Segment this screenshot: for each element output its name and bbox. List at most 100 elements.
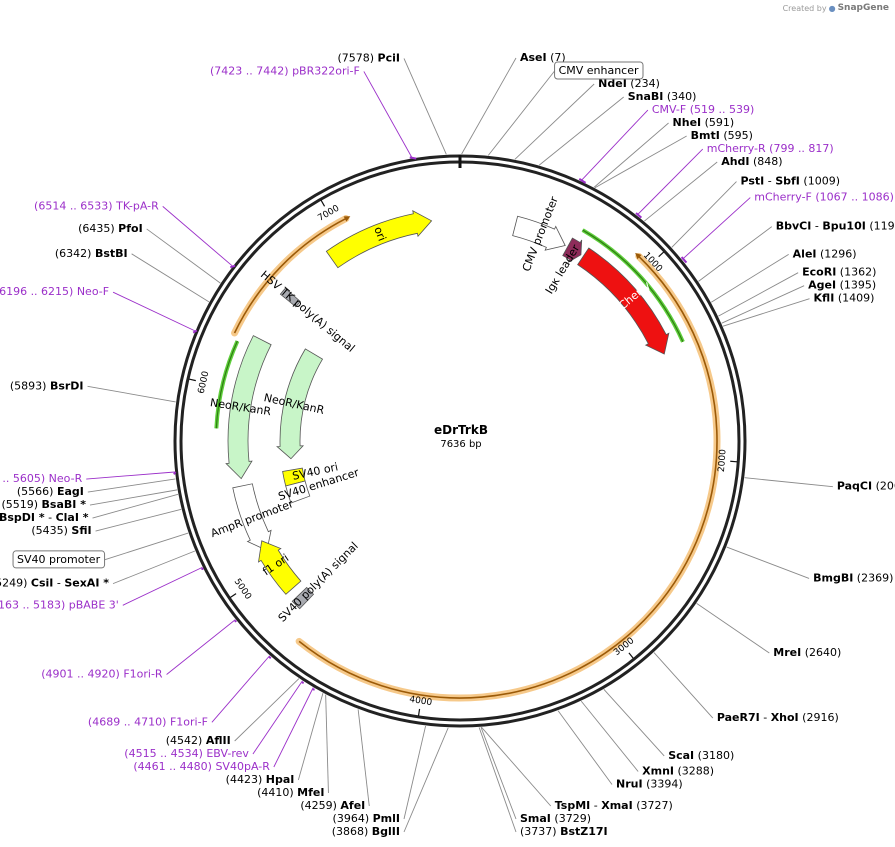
feature-ori bbox=[325, 210, 433, 269]
site-label-alei: AleI (1296) bbox=[793, 247, 857, 260]
site-name: SfiI bbox=[71, 524, 91, 537]
site-position: (4410) bbox=[257, 786, 294, 799]
site-leader-line bbox=[698, 226, 773, 282]
site-position: (3180) bbox=[698, 749, 735, 762]
site-name: PstI bbox=[740, 175, 764, 188]
primer-marker bbox=[578, 178, 587, 184]
primer-range: (5163 .. 5183) bbox=[0, 598, 65, 611]
site-name: MreI bbox=[773, 646, 801, 659]
site-label-kfli: KflI (1409) bbox=[814, 292, 875, 305]
site-label-csii: (5249) CsiI - SexAI * bbox=[0, 577, 109, 590]
feature-neor-kanr bbox=[276, 348, 324, 460]
site-position: (3868) bbox=[332, 825, 369, 838]
site-leader-line bbox=[721, 285, 805, 324]
primer-label-cmv-f: CMV-F (519 .. 539) bbox=[652, 103, 754, 116]
site-name: SexAI * bbox=[64, 577, 109, 590]
primer-range: (7423 .. 7442) bbox=[210, 64, 289, 77]
site-position: (7) bbox=[550, 51, 566, 64]
feature-label: Igκ leader bbox=[543, 242, 583, 296]
site-label-sfii: (5435) SfiI bbox=[31, 524, 91, 537]
primer-label-sv40pa-r: (4461 .. 4480) SV40pA-R bbox=[133, 760, 270, 773]
site-label-smai: SmaI (3729) bbox=[520, 812, 591, 825]
primer-leader-line bbox=[162, 206, 233, 267]
primer-marker bbox=[229, 264, 236, 269]
site-name: PaeR7I bbox=[717, 711, 760, 724]
site-label-psti: PstI - SbfI (1009) bbox=[740, 175, 840, 188]
site-leader-line bbox=[89, 489, 178, 506]
feature-neor-kanr bbox=[225, 335, 272, 480]
site-leader-line bbox=[644, 161, 718, 222]
orf-layer bbox=[214, 215, 721, 702]
primer-name: SV40pA-R bbox=[215, 760, 270, 773]
site-leader-line bbox=[403, 725, 427, 820]
primer-label-mcherry-r: mCherry-R (799 .. 817) bbox=[707, 142, 834, 155]
site-label-mfei: (4410) MfeI bbox=[257, 786, 324, 799]
primer-marker bbox=[409, 156, 417, 160]
created-by-label: Created by bbox=[782, 3, 827, 13]
primer-name: EBV-rev bbox=[206, 747, 249, 760]
primer-leader-line bbox=[681, 197, 751, 260]
site-name: NdeI bbox=[598, 77, 627, 90]
site-position: (595) bbox=[723, 129, 753, 142]
feature-sv40-poly-a-signal bbox=[291, 586, 315, 610]
site-position: (3394) bbox=[646, 777, 683, 790]
site-label-paer7i: PaeR7I - XhoI (2916) bbox=[717, 711, 839, 724]
tick-mark bbox=[188, 378, 196, 382]
site-position: (5566) bbox=[17, 485, 54, 498]
site-name: SbfI bbox=[775, 175, 800, 188]
primer-label-f1ori-f: (4689 .. 4710) F1ori-F bbox=[88, 715, 208, 728]
feature-label: HSV TK poly(A) signal bbox=[258, 268, 357, 355]
boxed-feature-label: CMV enhancer bbox=[559, 64, 639, 77]
site-name: AleI bbox=[793, 247, 817, 260]
feature-ampr-promoter bbox=[232, 483, 272, 552]
feature-label: ori bbox=[371, 225, 388, 243]
site-leader-line bbox=[557, 710, 613, 785]
primer-label-ebv-rev: (4515 .. 4534) EBV-rev bbox=[124, 747, 249, 760]
site-position: (3727) bbox=[636, 799, 673, 812]
site-name: XmnI bbox=[642, 764, 674, 777]
site-name: SmaI bbox=[520, 812, 551, 825]
tick-label: 5000 bbox=[232, 577, 253, 602]
orf-line bbox=[233, 217, 347, 334]
site-label-bstz17i: (3737) BstZ17I bbox=[520, 825, 608, 838]
site-label-bspdi: (5500) BspDI * - ClaI * bbox=[0, 511, 89, 524]
site-label-bstbi: (6342) BstBI bbox=[55, 247, 128, 260]
site-name: NruI bbox=[616, 777, 643, 790]
site-label-aflii: (4542) AflII bbox=[166, 734, 231, 747]
site-leader-line bbox=[481, 726, 552, 807]
site-label-asei: AseI (7) bbox=[520, 51, 566, 64]
site-name: BbvCI bbox=[776, 220, 812, 233]
site-label-hpai: (4423) HpaI bbox=[226, 773, 295, 786]
site-leader-line bbox=[744, 477, 833, 488]
site-label-bbvci: BbvCI - Bpu10I (1192) bbox=[776, 220, 895, 233]
site-label-nrui: NruI (3394) bbox=[616, 777, 683, 790]
site-label-bsrdi: (5893) BsrDI bbox=[10, 379, 84, 392]
site-position: (3288) bbox=[678, 764, 715, 777]
site-label-scai: ScaI (3180) bbox=[668, 749, 734, 762]
primer-leader-line bbox=[86, 471, 175, 480]
primer-range: (1067 .. 1086) bbox=[815, 191, 894, 204]
site-name: AflII bbox=[206, 734, 231, 747]
site-position: (1192) bbox=[869, 220, 895, 233]
site-name: BsaBI * bbox=[42, 498, 87, 511]
site-name: AseI bbox=[520, 51, 547, 64]
primer-label-pbabe-3: (5163 .. 5183) pBABE 3' bbox=[0, 598, 119, 611]
site-position: (3964) bbox=[333, 812, 370, 825]
primer-name: CMV-F bbox=[652, 103, 686, 116]
site-leader-line bbox=[461, 57, 517, 155]
site-name: ScaI bbox=[668, 749, 694, 762]
site-name: BglII bbox=[372, 825, 400, 838]
site-label-pfoi: (6435) PfoI bbox=[78, 222, 143, 235]
boxed-feature-label: SV40 promoter bbox=[17, 553, 101, 566]
site-separator: - bbox=[590, 799, 601, 812]
site-label-bmti: BmtI (595) bbox=[691, 129, 753, 142]
site-name: BsrDI bbox=[50, 379, 84, 392]
primer-leader-line bbox=[211, 655, 270, 723]
plasmid-size: 7636 bp bbox=[440, 439, 481, 450]
site-name: PfoI bbox=[118, 222, 143, 235]
tick-mark bbox=[229, 593, 237, 599]
site-leader-line bbox=[87, 478, 176, 493]
site-position: (1395) bbox=[840, 279, 877, 292]
site-name: XmaI bbox=[601, 799, 632, 812]
